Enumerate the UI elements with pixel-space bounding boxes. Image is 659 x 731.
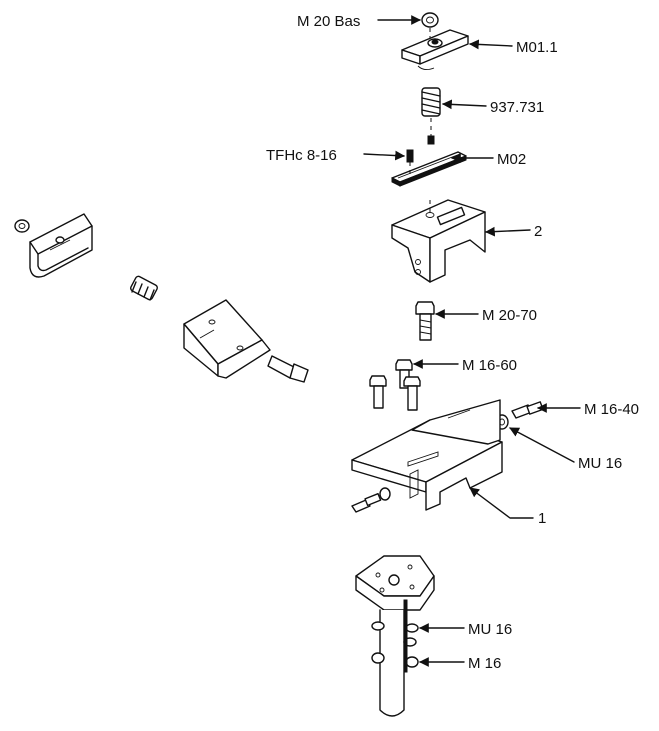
rubber-strip-m02 <box>391 151 467 187</box>
bracket-part-2 <box>391 199 486 283</box>
label-937-731: 937.731 <box>490 99 544 116</box>
bolt-m20-70 <box>415 301 435 341</box>
bracket-part-1 <box>351 399 503 511</box>
nut-m20-bas <box>421 12 439 28</box>
left-u-clamp <box>29 213 93 278</box>
label-m01-1: M01.1 <box>516 39 558 56</box>
clamp-plate-m01-1 <box>401 29 469 71</box>
label-part-1: 1 <box>538 510 546 527</box>
post-fasteners <box>371 599 419 673</box>
label-m16: M 16 <box>468 655 501 672</box>
label-m16-40: M 16-40 <box>584 401 639 418</box>
bolt-m16-40 <box>511 401 544 419</box>
label-m20-bas: M 20 Bas <box>297 13 360 30</box>
label-tfhc-8-16: TFHc 8-16 <box>266 147 337 164</box>
label-part-2: 2 <box>534 223 542 240</box>
label-m20-70: M 20-70 <box>482 307 537 324</box>
label-mu16-lower: MU 16 <box>468 621 512 638</box>
left-bolt <box>267 355 309 383</box>
left-bracket <box>183 299 271 379</box>
screw-tfhc-8-16 <box>406 149 414 174</box>
bolts-m16-60 <box>369 359 421 411</box>
bolt-washer-lower-left <box>351 487 391 513</box>
spring-937-731 <box>421 87 441 145</box>
label-mu16-upper: MU 16 <box>578 455 622 472</box>
label-m02: M02 <box>497 151 526 168</box>
left-spring <box>130 275 158 301</box>
post-base <box>355 555 435 717</box>
label-m16-60: M 16-60 <box>462 357 517 374</box>
left-nut <box>14 219 30 233</box>
